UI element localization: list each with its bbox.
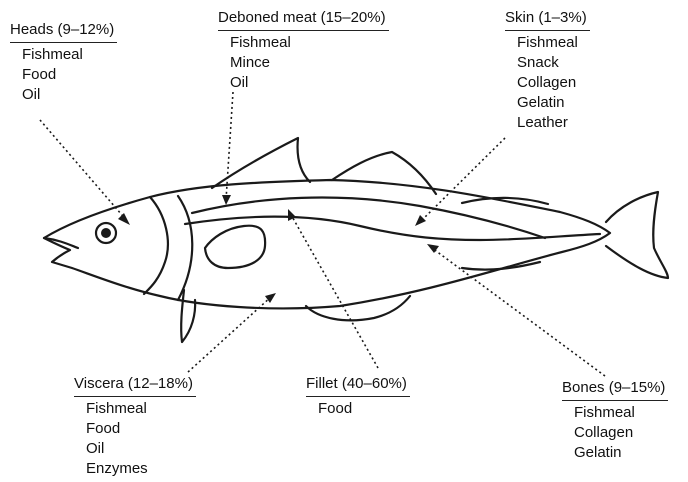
use-item: Snack — [517, 53, 590, 73]
skin-callout: Skin (1–3%) Fishmeal Snack Collagen Gela… — [505, 8, 590, 133]
pectoral-fin — [205, 226, 265, 268]
heads-uses: Fishmeal Food Oil — [10, 45, 117, 105]
heads-callout: Heads (9–12%) Fishmeal Food Oil — [10, 20, 117, 105]
viscera-callout: Viscera (12–18%) Fishmeal Food Oil Enzym… — [74, 374, 196, 479]
use-item: Food — [86, 419, 196, 439]
deboned-callout: Deboned meat (15–20%) Fishmeal Mince Oil — [218, 8, 389, 93]
bones-title: Bones (9–15%) — [562, 378, 668, 401]
skin-uses: Fishmeal Snack Collagen Gelatin Leather — [505, 33, 590, 133]
fish-pupil — [101, 228, 111, 238]
use-item: Fishmeal — [574, 403, 668, 423]
use-item: Collagen — [574, 423, 668, 443]
use-item: Food — [22, 65, 117, 85]
use-item: Oil — [86, 439, 196, 459]
fillet-title: Fillet (40–60%) — [306, 374, 410, 397]
bones-callout: Bones (9–15%) Fishmeal Collagen Gelatin — [562, 378, 668, 463]
deboned-uses: Fishmeal Mince Oil — [218, 33, 389, 93]
heads-title: Heads (9–12%) — [10, 20, 117, 43]
gill-line — [178, 196, 192, 300]
use-item: Gelatin — [517, 93, 590, 113]
pelvic-fin — [181, 290, 195, 342]
use-item: Fishmeal — [230, 33, 389, 53]
fillet-leader — [290, 213, 378, 368]
skin-title: Skin (1–3%) — [505, 8, 590, 31]
deboned-title: Deboned meat (15–20%) — [218, 8, 389, 31]
use-item: Collagen — [517, 73, 590, 93]
fillet-arrowhead — [288, 209, 296, 221]
skin-leader — [420, 138, 505, 222]
fillet-uses: Food — [306, 399, 410, 419]
use-item: Mince — [230, 53, 389, 73]
gill-cover — [144, 197, 168, 294]
fillet-callout: Fillet (40–60%) Food — [306, 374, 410, 419]
use-item: Gelatin — [574, 443, 668, 463]
second-anal-fin — [462, 262, 540, 270]
viscera-title: Viscera (12–18%) — [74, 374, 196, 397]
skin-arrowhead — [415, 215, 426, 226]
use-item: Leather — [517, 113, 590, 133]
deboned-arrowhead — [222, 195, 231, 205]
use-item: Fishmeal — [86, 399, 196, 419]
use-item: Food — [318, 399, 410, 419]
viscera-uses: Fishmeal Food Oil Enzymes — [74, 399, 196, 479]
use-item: Enzymes — [86, 459, 196, 479]
use-item: Fishmeal — [517, 33, 590, 53]
bones-uses: Fishmeal Collagen Gelatin — [562, 403, 668, 463]
use-item: Oil — [230, 73, 389, 93]
tail-fin — [606, 192, 668, 278]
heads-arrowhead — [118, 213, 130, 225]
use-item: Fishmeal — [22, 45, 117, 65]
use-item: Oil — [22, 85, 117, 105]
bones-arrowhead — [427, 244, 439, 253]
